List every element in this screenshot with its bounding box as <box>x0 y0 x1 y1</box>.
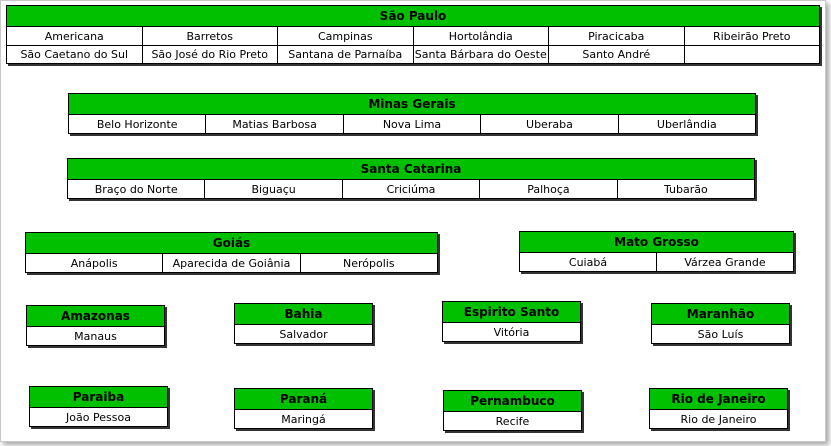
city-cell: São Caetano do Sul <box>20 48 129 61</box>
table-espirito-santo: Espirito Santo Vitória <box>442 301 581 342</box>
city-cell: Matias Barbosa <box>205 115 342 133</box>
city-cell: Braço do Norte <box>94 182 178 196</box>
city-cell: Vitória <box>493 325 530 339</box>
table-paraiba: Paraiba João Pessoa <box>29 386 168 427</box>
city-cell: Campinas <box>277 27 413 45</box>
city-cell: Salvador <box>279 327 328 341</box>
table-title: Paraiba <box>30 387 167 408</box>
city-cell: Ribeirão Preto <box>683 27 820 45</box>
city-cell: Uberlândia <box>617 115 755 133</box>
city-cell: Palhoça <box>479 180 616 198</box>
city-cell: João Pessoa <box>66 410 131 424</box>
city-cell: Aparecida de Goiânia <box>162 254 299 272</box>
city-cell: Piracicaba <box>548 27 684 45</box>
table-maranhao: Maranhão São Luís <box>651 303 790 344</box>
city-cell: Manaus <box>74 329 117 343</box>
city-cell: Belo Horizonte <box>96 117 178 131</box>
city-cell: Anápolis <box>70 256 118 270</box>
table-parana: Paraná Maringá <box>234 388 373 429</box>
table-row: Maringá <box>235 410 372 428</box>
table-row: Rio de Janeiro <box>650 410 787 428</box>
table-row: Americana Barretos Campinas Hortolândia … <box>7 27 819 45</box>
city-cell: Santo André <box>548 46 684 63</box>
table-mato-grosso: Mato Grosso Cuiabá Várzea Grande <box>519 231 794 272</box>
table-row: Anápolis Aparecida de Goiânia Nerópolis <box>26 254 437 272</box>
table-row: João Pessoa <box>30 408 167 426</box>
city-cell: Cuiabá <box>568 255 608 269</box>
city-cell: Hortolândia <box>412 27 549 45</box>
table-title: Mato Grosso <box>520 232 793 253</box>
city-cell: Americana <box>44 29 104 43</box>
city-cell: Nerópolis <box>299 254 437 272</box>
city-cell: Maringá <box>281 412 326 426</box>
city-cell: São José do Rio Preto <box>141 46 278 63</box>
table-bahia: Bahia Salvador <box>234 303 373 344</box>
city-cell: São Luís <box>697 327 744 341</box>
table-sao-paulo: São Paulo Americana Barretos Campinas Ho… <box>6 5 820 64</box>
city-cell: Nova Lima <box>342 115 480 133</box>
table-title: Bahia <box>235 304 372 325</box>
table-row: Belo Horizonte Matias Barbosa Nova Lima … <box>69 115 755 133</box>
city-cell-empty <box>683 46 820 63</box>
city-cell: Santa Bárbara do Oeste <box>412 46 549 63</box>
table-row: São Caetano do Sul São José do Rio Preto… <box>7 45 819 63</box>
table-title: Espirito Santo <box>443 302 580 323</box>
table-row: Recife <box>444 412 581 430</box>
table-minas-gerais: Minas Gerais Belo Horizonte Matias Barbo… <box>68 93 756 134</box>
table-row: Vitória <box>443 323 580 341</box>
city-cell: Uberaba <box>480 115 617 133</box>
table-row: Manaus <box>27 327 164 345</box>
table-title: Paraná <box>235 389 372 410</box>
city-cell: Biguaçu <box>204 180 341 198</box>
table-rio-de-janeiro: Rio de Janeiro Rio de Janeiro <box>649 388 788 429</box>
table-title: Minas Gerais <box>69 94 755 115</box>
table-title: Maranhão <box>652 304 789 325</box>
table-row: Braço do Norte Biguaçu Criciúma Palhoça … <box>68 180 754 198</box>
table-amazonas: Amazonas Manaus <box>26 305 165 346</box>
table-row: Cuiabá Várzea Grande <box>520 253 793 271</box>
table-santa-catarina: Santa Catarina Braço do Norte Biguaçu Cr… <box>67 158 755 199</box>
city-cell: Santana de Parnaíba <box>277 46 413 63</box>
table-title: Santa Catarina <box>68 159 754 180</box>
table-title: Pernambuco <box>444 391 581 412</box>
table-row: Salvador <box>235 325 372 343</box>
city-cell: Barretos <box>141 27 278 45</box>
city-cell: Várzea Grande <box>656 253 793 271</box>
table-goias: Goiás Anápolis Aparecida de Goiânia Neró… <box>25 232 438 273</box>
city-cell: Recife <box>495 414 530 428</box>
city-cell: Tubarão <box>616 180 754 198</box>
city-cell: Rio de Janeiro <box>680 412 757 426</box>
table-row: São Luís <box>652 325 789 343</box>
table-title: Amazonas <box>27 306 164 327</box>
table-title: Rio de Janeiro <box>650 389 787 410</box>
table-title: Goiás <box>26 233 437 254</box>
table-pernambuco: Pernambuco Recife <box>443 390 582 431</box>
city-cell: Criciúma <box>341 180 479 198</box>
table-title: São Paulo <box>7 6 819 27</box>
